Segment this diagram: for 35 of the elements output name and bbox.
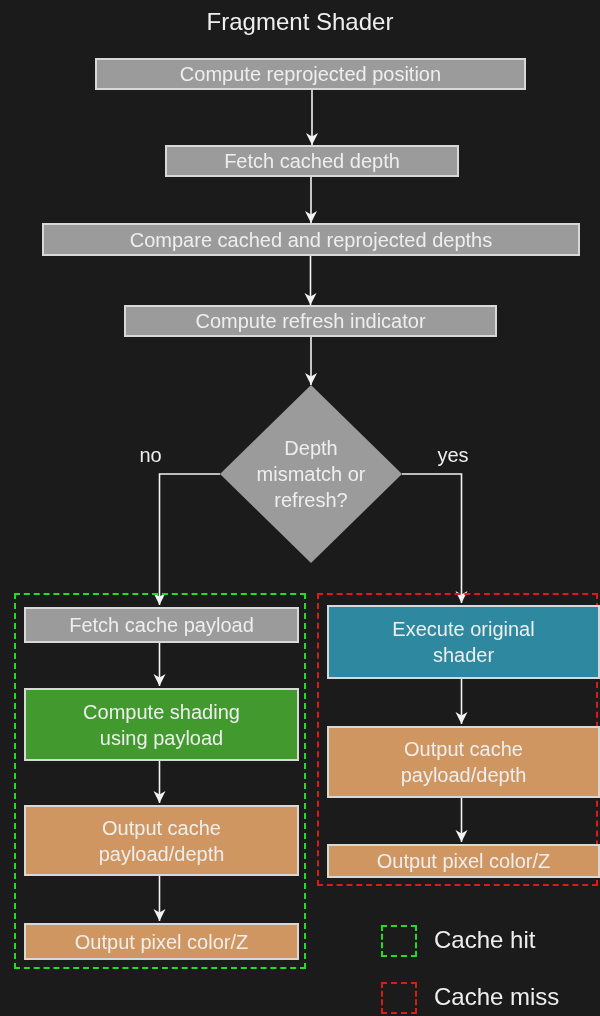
arrow <box>401 473 468 604</box>
group-box <box>317 593 598 886</box>
node-text: Compute shading using payload <box>82 699 241 751</box>
node-text: Output pixel color/Z <box>376 849 551 874</box>
process-box <box>24 688 299 761</box>
node-text: Fetch cached depth <box>224 149 400 174</box>
process-box <box>327 605 600 679</box>
node-text: Compute reprojected position <box>179 62 442 87</box>
process-box <box>327 726 600 798</box>
node-text: Depth mismatch or refresh? <box>255 436 367 513</box>
node-text: Compute refresh indicator <box>195 309 426 334</box>
process-box <box>165 145 459 177</box>
title: Fragment Shader <box>205 8 395 36</box>
group-box <box>14 593 306 969</box>
node-text: Execute original shader <box>391 617 536 668</box>
process-box <box>24 923 299 960</box>
arrow <box>305 336 317 386</box>
process-box <box>42 223 580 256</box>
process-box <box>95 58 526 90</box>
decision-diamond <box>220 385 402 563</box>
arrow <box>153 473 221 606</box>
arrow <box>306 89 318 146</box>
process-box <box>24 805 299 876</box>
node-text: Fetch cache payload <box>69 613 254 638</box>
arrow <box>305 176 317 224</box>
node-text: Compare cached and reprojected depths <box>129 227 493 253</box>
arrow <box>304 255 317 306</box>
process-box <box>327 844 600 878</box>
legend-label: Cache miss <box>434 983 560 1011</box>
node-text: Output cache payload/depth <box>399 737 528 788</box>
process-box <box>124 305 497 337</box>
process-box <box>24 607 299 643</box>
node-text: Output pixel color/Z <box>74 929 249 955</box>
legend-label: Cache hit <box>434 926 536 954</box>
node-text: Output cache payload/depth <box>97 815 226 867</box>
